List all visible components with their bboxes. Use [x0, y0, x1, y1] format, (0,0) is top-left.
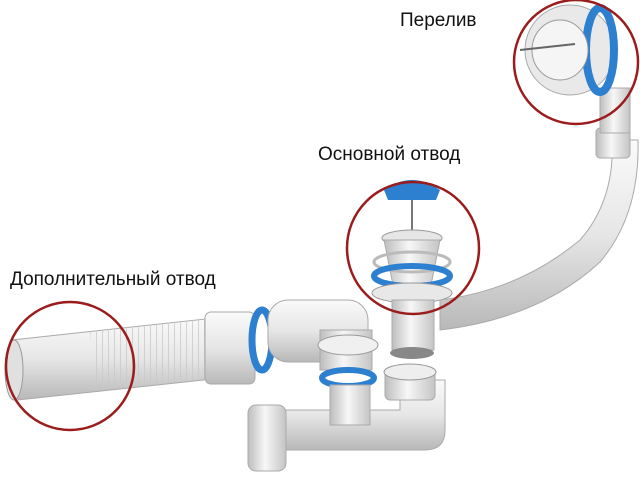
overflow-hose: [439, 4, 639, 331]
extra-drain-label: Дополнительный отвод: [10, 269, 216, 290]
extra-drain-hose: [4, 306, 276, 401]
siphon-body: [247, 299, 446, 472]
overflow-highlight-circle: [512, 0, 640, 126]
extra-drain-highlight-circle: [4, 300, 136, 432]
main-drain-highlight-circle: [345, 180, 481, 316]
main-drain-label: Основной отвод: [318, 144, 461, 165]
overflow-label: Перелив: [400, 10, 477, 31]
main-drain-parts: [371, 180, 453, 359]
